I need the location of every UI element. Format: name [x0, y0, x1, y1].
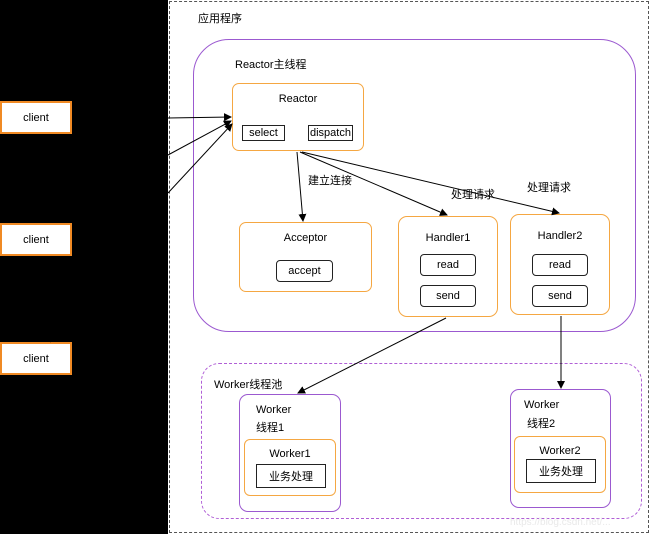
arrow-client1-to-reactor [167, 113, 232, 122]
client-label: client [23, 233, 49, 246]
worker-thread2-box [510, 389, 611, 508]
reactor-main-thread-container [193, 39, 636, 332]
reactor-main-thread-title: Reactor主线程 [235, 59, 307, 71]
handler1-send-box: send [420, 285, 476, 307]
application-frame [169, 1, 649, 533]
client-box-2: client [0, 223, 72, 256]
handler1-read-box: read [420, 254, 476, 276]
worker-pool-container [201, 363, 642, 519]
edge-label-handle-request-2: 处理请求 [527, 182, 571, 194]
worker-thread1-label-line1: Worker [256, 404, 292, 416]
worker-thread1-label-line2: 线程1 [256, 422, 285, 434]
arrow-reactor-to-handler1 [299, 151, 448, 216]
watermark: https://blog.csdn.net/... [510, 517, 611, 528]
worker2-title: Worker2 [539, 445, 581, 457]
arrow-client2-to-reactor [167, 120, 232, 156]
accept-box: accept [276, 260, 333, 282]
client-label: client [23, 111, 49, 124]
worker-thread1-box [239, 394, 341, 512]
handler2-send-box: send [532, 285, 588, 307]
handler2-title: Handler2 [537, 230, 583, 242]
arrow-reactor-to-acceptor [296, 151, 307, 222]
application-title: 应用程序 [198, 13, 242, 25]
edge-label-handle-request-1: 处理请求 [451, 189, 495, 201]
reactor-title: Reactor [278, 93, 318, 105]
reactor-box: Reactor [232, 83, 364, 151]
worker1-title: Worker1 [269, 448, 311, 460]
worker1-task-box: 业务处理 [256, 464, 326, 488]
edge-label-connect: 建立连接 [308, 175, 352, 187]
worker2-task-box: 业务处理 [526, 459, 596, 483]
select-box: select [242, 125, 285, 141]
client-box-1: client [0, 101, 72, 134]
worker-thread2-label-line1: Worker [524, 399, 560, 411]
dispatch-box: dispatch [308, 125, 353, 141]
acceptor-title: Acceptor [283, 232, 328, 244]
client-label: client [23, 352, 49, 365]
left-dark-panel [0, 0, 168, 534]
worker-thread2-label-line2: 线程2 [527, 418, 556, 430]
client3-edge-tick [49, 337, 55, 343]
handler2-read-box: read [532, 254, 588, 276]
arrow-reactor-to-handler2 [301, 151, 560, 216]
handler1-title: Handler1 [425, 232, 471, 244]
client2-edge-tick [69, 217, 75, 223]
client-box-3: client [0, 342, 72, 375]
arrow-client3-to-reactor [167, 123, 233, 194]
arrow-handler1-to-worker1 [297, 317, 447, 394]
worker-pool-title: Worker线程池 [214, 379, 283, 391]
